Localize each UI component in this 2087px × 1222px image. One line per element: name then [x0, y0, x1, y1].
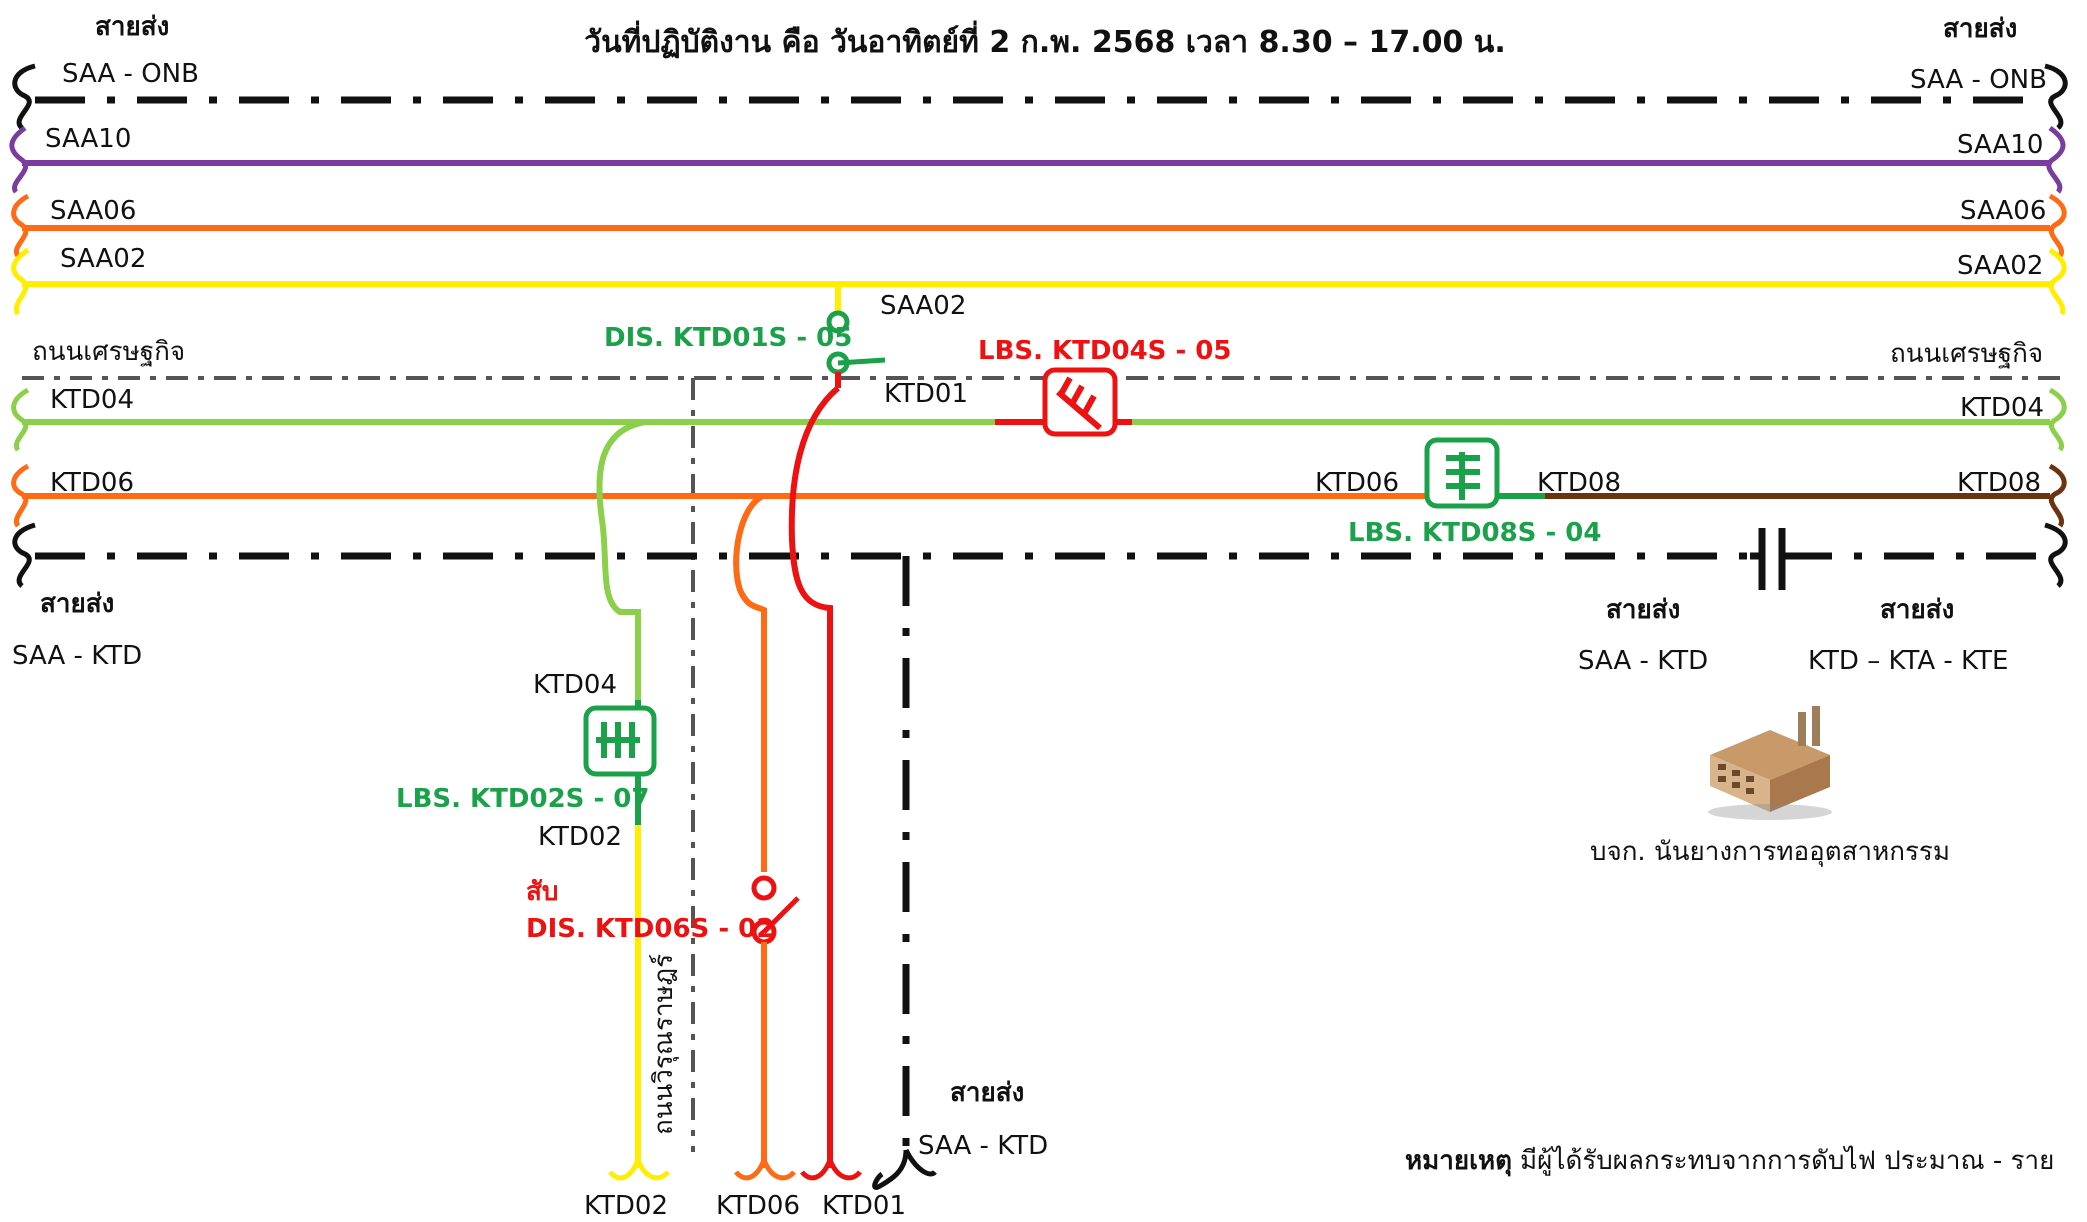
wavy-end-icon — [2046, 125, 2066, 194]
wavy-end-icon — [2044, 63, 2068, 130]
wavy-end-icon — [11, 463, 30, 528]
feeder-label-ktd01-mid: KTD01 — [884, 379, 968, 409]
lbs-switch-icon — [1056, 376, 1102, 431]
transmission-code-bottom-right2: KTD – KTA - KTE — [1808, 646, 2008, 676]
feeder-label-saa02-left: SAA02 — [60, 244, 146, 274]
wavy-end-icon — [2044, 522, 2068, 588]
disconnect-blade-icon — [762, 896, 800, 934]
transmission-code-bottom-left: SAA - KTD — [12, 641, 142, 671]
feeder-label-ktd06-left: KTD06 — [50, 468, 134, 498]
work-date-title: วันที่ปฏิบัติงาน คือ วันอาทิตย์ที่ 2 ก.พ… — [584, 20, 1505, 60]
disconnect-contact-icon — [826, 310, 850, 334]
switch-label-dis-ktd01s-05: DIS. KTD01S - 05 — [604, 323, 852, 353]
feeder-label-ktd01-bottom: KTD01 — [822, 1191, 906, 1221]
switch-label-lbs-ktd08s-04: LBS. KTD08S - 04 — [1348, 518, 1602, 548]
switch-label-lbs-ktd04s-05: LBS. KTD04S - 05 — [978, 336, 1232, 366]
branch-ktd06 — [733, 493, 767, 872]
feeder-label-saa06-left: SAA06 — [50, 196, 136, 226]
transmission-code-vertical: SAA - KTD — [918, 1131, 1048, 1161]
transmission-caption-bottom-left: สายส่ง — [40, 589, 114, 619]
transmission-code-top-right: SAA - ONB — [1910, 65, 2047, 95]
road-label-right: ถนนเศรษฐกิจ — [1890, 339, 2043, 369]
feeder-label-saa10-left: SAA10 — [45, 124, 131, 154]
disconnect-blade-icon — [837, 357, 886, 366]
switch-label-lbs-ktd02s-07: LBS. KTD02S - 07 — [396, 784, 650, 814]
feeder-label-ktd08-right: KTD08 — [1957, 468, 2041, 498]
wavy-end-icon — [2048, 247, 2067, 316]
note-label: หมายเหตุ — [1405, 1146, 1512, 1177]
wavy-end-icon — [2048, 463, 2067, 528]
feeder-label-ktd06-at-switch: KTD06 — [1315, 468, 1399, 498]
wavy-end-icon — [872, 1149, 909, 1190]
lbs-switch-icon — [1446, 452, 1480, 500]
feeder-label-ktd08-at-switch: KTD08 — [1537, 468, 1621, 498]
transmission-code-top-left: SAA - ONB — [62, 59, 199, 89]
wavy-end-icon — [608, 1158, 670, 1181]
wavy-end-icon — [734, 1158, 796, 1181]
wavy-end-icon — [12, 63, 36, 130]
wavy-end-icon — [2048, 387, 2067, 452]
feeder-label-ktd06-bottom: KTD06 — [716, 1191, 800, 1221]
lbs-ktd04s-05-box[interactable] — [1042, 367, 1118, 437]
branch-ktd04 — [596, 419, 646, 700]
wavy-end-icon — [11, 193, 30, 258]
feeder-label-ktd04-right: KTD04 — [1960, 393, 2044, 423]
transmission-caption-top-right: สายส่ง — [1943, 14, 2017, 44]
road-label-vertical: ถนนวิรุณราษฎร์ — [649, 954, 679, 1135]
wavy-end-icon — [11, 247, 30, 316]
factory-icon — [1708, 706, 1832, 820]
wavy-end-icon — [11, 387, 30, 452]
customer-name: บจก. นันยางการทออุตสาหกรรม — [1590, 837, 1950, 867]
transmission-caption-bottom-right2: สายส่ง — [1880, 595, 1954, 625]
wavy-end-icon — [903, 1148, 937, 1177]
feeder-label-saa06-right: SAA06 — [1960, 196, 2046, 226]
transmission-caption-top-left: สายส่ง — [95, 12, 169, 42]
feeder-label-saa02-right: SAA02 — [1957, 251, 2043, 281]
wavy-end-icon — [9, 125, 28, 194]
feeder-label-ktd02-branch: KTD02 — [538, 822, 622, 852]
transmission-caption-bottom-right1: สายส่ง — [1606, 595, 1680, 625]
feeder-label-ktd02-bottom: KTD02 — [584, 1191, 668, 1221]
switch-label-dis-ktd06s-02: DIS. KTD06S - 02 — [526, 914, 774, 944]
disconnect-contact-icon — [751, 875, 777, 901]
branch-ktd01 — [788, 385, 840, 1168]
wavy-end-icon — [12, 522, 36, 588]
transmission-code-bottom-right1: SAA - KTD — [1578, 646, 1708, 676]
lbs-switch-icon — [596, 722, 640, 758]
feeder-label-saa02-tap: SAA02 — [880, 291, 966, 321]
wavy-end-icon — [2048, 193, 2067, 258]
feeder-label-ktd04-branch: KTD04 — [533, 670, 617, 700]
feeder-label-ktd04-left: KTD04 — [50, 385, 134, 415]
note-text: มีผู้ได้รับผลกระทบจากการดับไฟ ประมาณ - ร… — [1520, 1145, 2054, 1176]
switch-close-word: สับ — [526, 877, 558, 907]
road-label-left: ถนนเศรษฐกิจ — [32, 337, 185, 367]
feeder-label-saa10-right: SAA10 — [1957, 130, 2043, 160]
transmission-caption-vertical: สายส่ง — [950, 1078, 1024, 1108]
wavy-end-icon — [800, 1158, 862, 1181]
